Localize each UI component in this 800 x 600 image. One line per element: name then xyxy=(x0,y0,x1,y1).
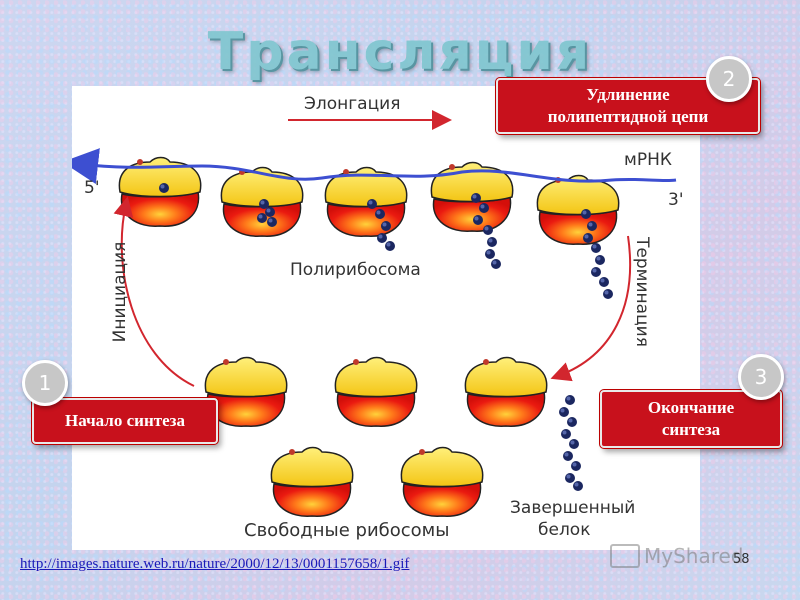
source-link[interactable]: http://images.nature.web.ru/nature/2000/… xyxy=(20,556,410,572)
translation-diagram: Элонгация мРНК 5' 3' Полирибосома Инициа… xyxy=(72,86,700,550)
five-prime-label: 5' xyxy=(84,178,100,198)
polyribosome-label: Полирибосома xyxy=(290,260,421,280)
free-ribosome-2 xyxy=(334,356,418,427)
three-prime-label: 3' xyxy=(668,190,684,210)
callout-start-text: Начало синтеза xyxy=(65,410,185,430)
finished-protein-label-line2: белок xyxy=(538,520,591,540)
termination-label: Терминация xyxy=(632,237,652,347)
page-number: 58 xyxy=(733,552,750,567)
initiation-label: Инициация xyxy=(110,241,130,343)
free-ribosome-3 xyxy=(464,356,548,427)
ribosome-5 xyxy=(536,174,620,245)
callout-elongation-number: 2 xyxy=(706,56,752,102)
finished-protein-label-line1: Завершенный xyxy=(510,498,636,518)
slide-title: Трансляция xyxy=(207,22,593,82)
callout-end-number: 3 xyxy=(738,354,784,400)
ribosome-3 xyxy=(324,166,408,237)
watermark: MyShared xyxy=(610,540,770,572)
free-ribosomes-label: Свободные рибосомы xyxy=(244,520,450,541)
mrna-label: мРНК xyxy=(624,150,672,170)
diagram-drawing xyxy=(72,110,677,517)
free-ribosome-5 xyxy=(400,446,484,517)
callout-elongation-line2: полипептидной цепи xyxy=(547,107,709,126)
watermark-text: MyShared xyxy=(644,544,744,568)
finished-protein xyxy=(559,395,583,491)
initiation-arrow xyxy=(113,196,195,387)
callout-end-line2: синтеза xyxy=(661,420,721,439)
callout-end: Окончание синтеза xyxy=(600,390,782,448)
callout-start-number: 1 xyxy=(22,360,68,406)
presentation-icon xyxy=(610,544,640,568)
mrna-strand xyxy=(72,148,677,184)
callout-end-line1: Окончание xyxy=(647,397,735,417)
callout-elongation-line1: Удлинение xyxy=(586,84,670,104)
free-ribosome-4 xyxy=(270,446,354,517)
callout-start: Начало синтеза xyxy=(32,398,218,444)
termination-arrow xyxy=(550,235,632,382)
elongation-label: Элонгация xyxy=(304,94,401,114)
